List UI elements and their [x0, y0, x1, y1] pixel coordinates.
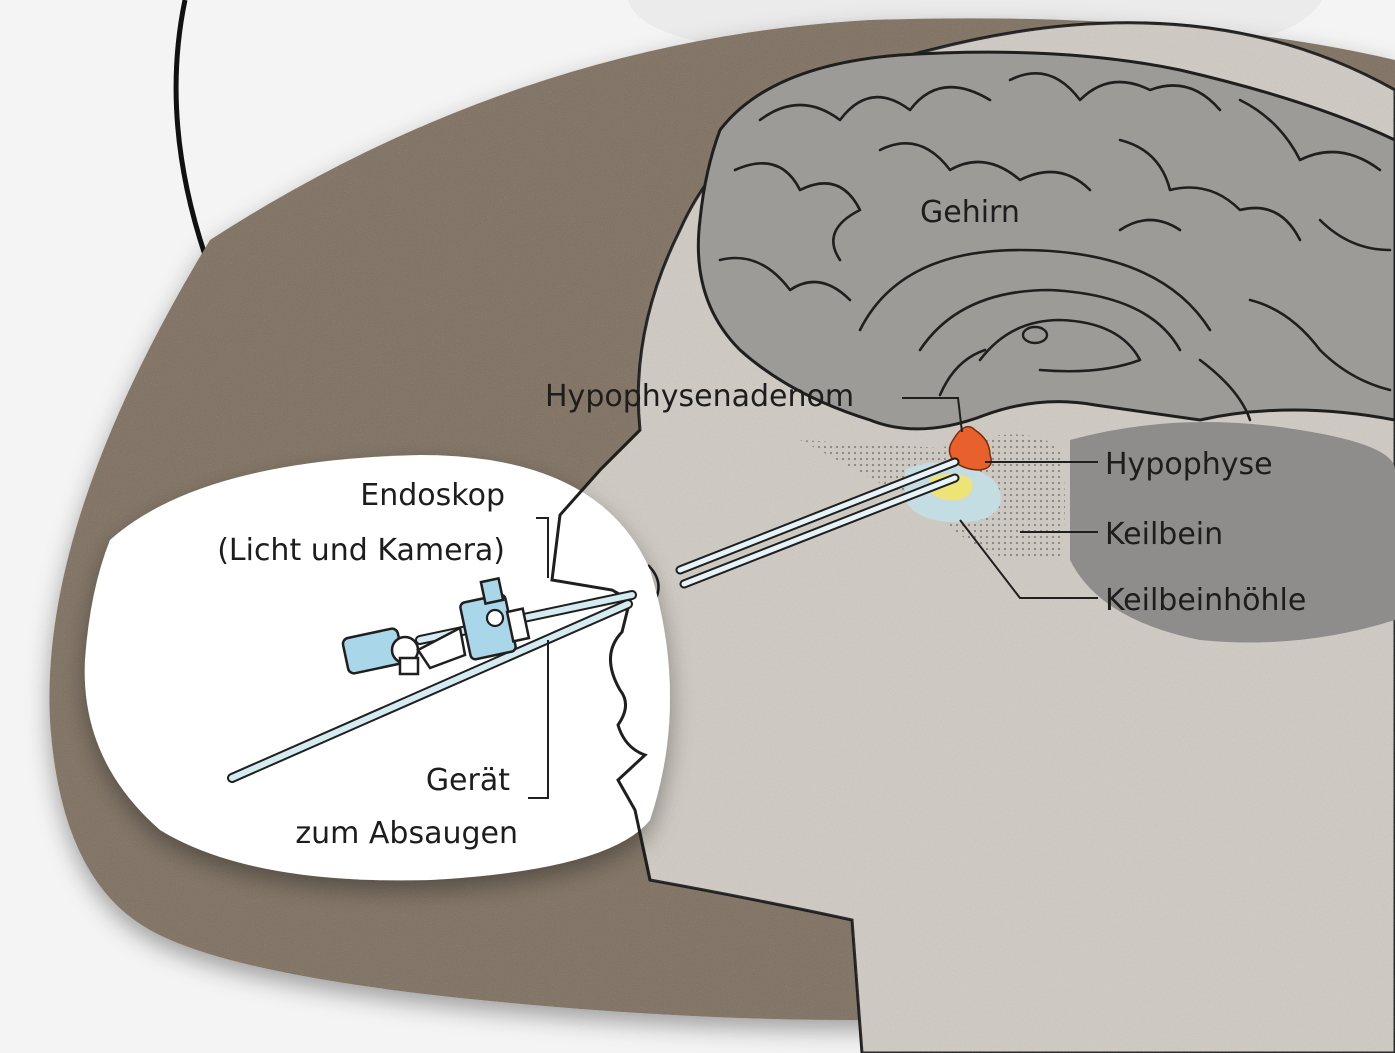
label-adenoma: Hypophysenadenom [545, 379, 854, 414]
label-endoscope-line2: (Licht und Kamera) [217, 533, 505, 568]
label-sphenoid: Keilbein [1105, 517, 1223, 552]
label-pituitary: Hypophyse [1105, 447, 1273, 482]
label-sinus: Keilbeinhöhle [1105, 583, 1306, 618]
left-outline [176, 0, 205, 255]
label-suction-line2: zum Absaugen [295, 816, 518, 851]
label-suction-line1: Gerät [426, 763, 510, 798]
label-endoscope-line1: Endoskop [360, 478, 505, 513]
label-brain: Gehirn [920, 195, 1020, 230]
